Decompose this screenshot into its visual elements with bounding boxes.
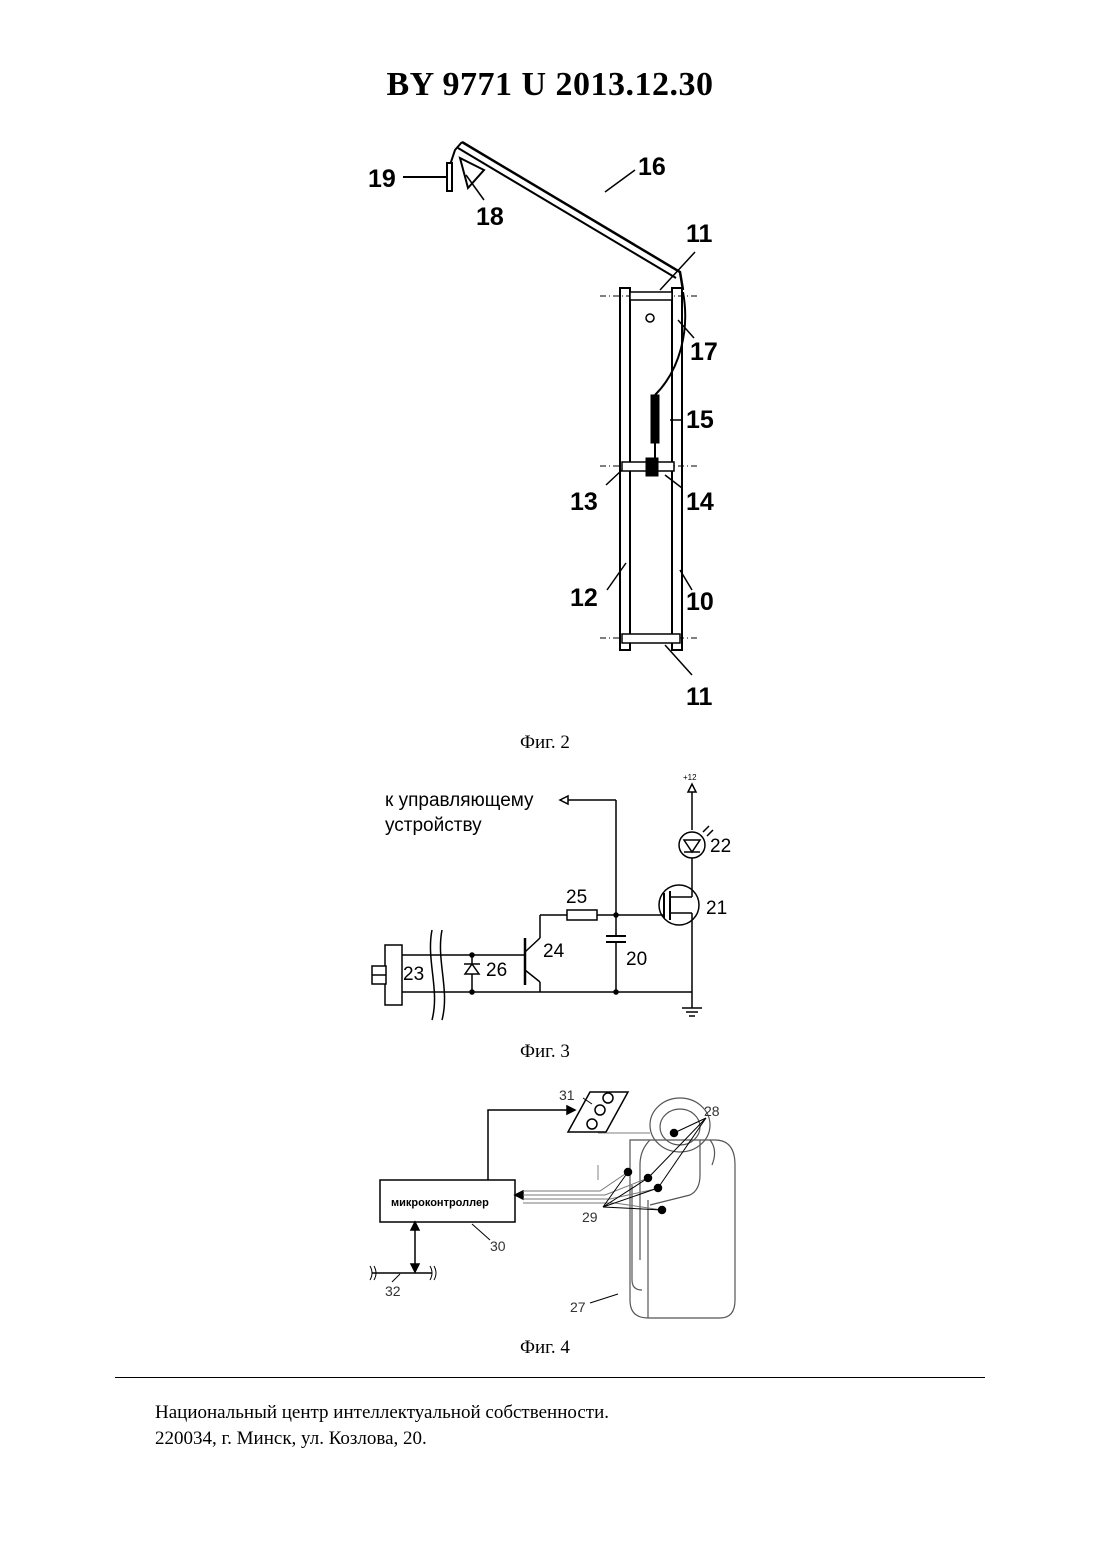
label-control-line-1: к управляющему [385, 790, 534, 811]
label-control-line-2: устройству [385, 815, 482, 836]
label-29: 29 [582, 1209, 598, 1225]
caption-fig-4: Фиг. 4 [520, 1337, 570, 1358]
resistor-25 [567, 910, 597, 920]
spring-15 [651, 395, 659, 443]
label-21: 21 [706, 898, 727, 919]
caption-fig-2: Фиг. 2 [520, 732, 570, 753]
footer-divider [115, 1377, 985, 1378]
label-19: 19 [368, 165, 396, 193]
caption-fig-3: Фиг. 3 [520, 1041, 570, 1062]
label-31: 31 [559, 1087, 575, 1103]
label-11-bottom: 11 [686, 683, 713, 711]
footer-address: 220034, г. Минск, ул. Козлова, 20. [155, 1426, 609, 1452]
label-27: 27 [570, 1299, 586, 1315]
label-15: 15 [686, 406, 714, 434]
diode-26 [465, 964, 479, 974]
label-25: 25 [566, 887, 587, 908]
label-14: 14 [686, 488, 714, 516]
label-16: 16 [638, 153, 666, 181]
label-10: 10 [686, 588, 714, 616]
label-24: 24 [543, 941, 565, 962]
label-13: 13 [570, 488, 598, 516]
label-12: 12 [570, 584, 598, 612]
seat-27 [630, 1140, 735, 1318]
footer-organization: Национальный центр интеллектуальной собс… [155, 1400, 609, 1426]
figure-2-labels: 19 18 16 11 17 15 13 14 12 10 11 Фиг. 2 [368, 153, 718, 753]
holder-19 [447, 163, 452, 191]
label-supply: +12 [683, 773, 697, 782]
clamp-14 [646, 458, 658, 476]
label-17: 17 [690, 338, 718, 366]
label-26: 26 [486, 960, 507, 981]
footer: Национальный центр интеллектуальной собс… [155, 1400, 609, 1452]
figure-3-labels: к управляющему устройству +12 22 25 21 2… [385, 773, 731, 1062]
label-23: 23 [403, 964, 424, 985]
panel-31 [568, 1092, 628, 1132]
label-mcu: микроконтроллер [391, 1197, 489, 1209]
label-30: 30 [490, 1238, 506, 1254]
label-32: 32 [385, 1283, 401, 1299]
led-22 [679, 832, 705, 858]
figure-2 [403, 142, 700, 675]
label-11-top: 11 [686, 220, 713, 248]
label-18: 18 [476, 203, 504, 231]
arrow-control-output [560, 796, 568, 804]
label-28: 28 [704, 1103, 720, 1119]
sensor-23 [385, 945, 402, 1005]
label-22: 22 [710, 836, 731, 857]
label-20: 20 [626, 949, 647, 970]
